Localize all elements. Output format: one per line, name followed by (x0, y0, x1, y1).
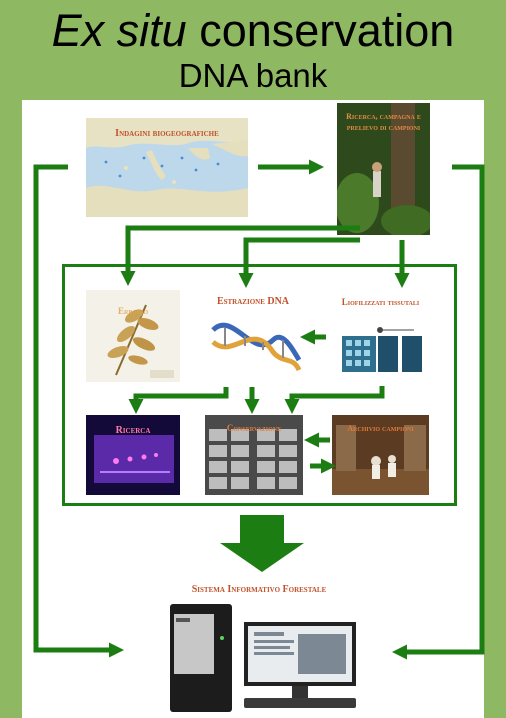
gel-electrophoresis-image (86, 415, 180, 495)
workflow-box (62, 264, 457, 506)
arrow-to-info-system (220, 515, 304, 572)
lyophilized-caption: Liofilizzati tissutali (341, 297, 420, 307)
herbarium-panel: Erbario (86, 290, 180, 382)
laboratory-archive-image (332, 415, 429, 495)
freezer-storage-image (205, 415, 303, 495)
info-system-caption: Sistema Informativo Forestale (191, 584, 327, 595)
extraction-caption: Estrazione DNA (216, 296, 290, 307)
page-subtitle: DNA bank (178, 57, 328, 94)
sampling-panel: Ricerca, campagna e prelievo di campioni (337, 103, 430, 235)
dna-helix-image (211, 322, 302, 372)
storage-panel: Conservazione (205, 415, 303, 495)
archive-caption: Archivio campioni (347, 424, 414, 433)
arrow-lyophilized-to-storage (284, 386, 385, 414)
freeze-dryer-diagram (342, 327, 422, 372)
server-computer-image (170, 604, 356, 712)
arrow-sampling-to-herbarium (120, 225, 360, 286)
research-caption: Ricerca (115, 425, 151, 436)
herbarium-sheet-image (86, 290, 180, 382)
herbarium-caption: Erbario (117, 306, 148, 316)
arrow-sampling-to-extraction (238, 237, 360, 288)
title-italic: Ex situ (51, 5, 187, 56)
extraction-panel: Estrazione DNA (203, 290, 303, 382)
map-caption: Indagini biogeografiche (115, 128, 219, 139)
mediterranean-map-image (86, 118, 248, 217)
storage-caption: Conservazione (226, 423, 282, 433)
arrow-extraction-to-research (128, 387, 229, 414)
archive-panel: Archivio campioni (332, 415, 429, 495)
info-system-panel: Sistema Informativo Forestale (148, 578, 370, 714)
arrow-right-loop (392, 164, 485, 660)
title-rest: conservation (186, 5, 455, 56)
forest-sampling-image (337, 103, 430, 235)
arrow-left-loop (33, 164, 124, 658)
sampling-caption: Ricerca, campagna e prelievo di campioni (346, 112, 421, 132)
map-panel: Indagini biogeografiche (86, 118, 248, 217)
page-title: Ex situ conservation (0, 6, 506, 56)
research-panel: Ricerca (86, 415, 180, 495)
lyophilized-panel: Liofilizzati tissutali (332, 290, 429, 382)
